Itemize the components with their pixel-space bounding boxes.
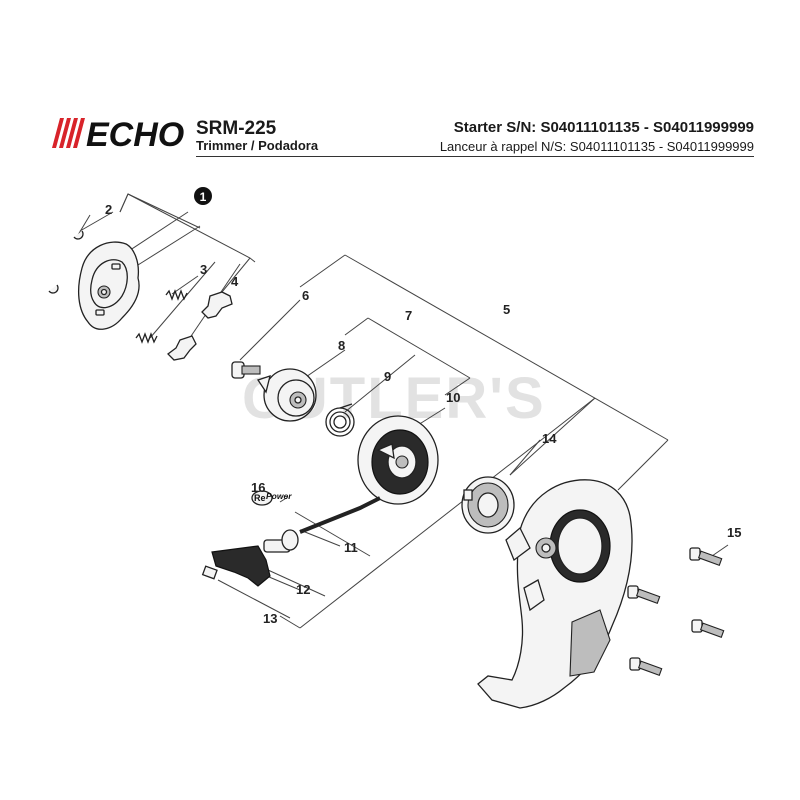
repower-power: Power [266, 491, 292, 501]
part-9-recoil-spring [325, 403, 355, 437]
callout-1-badge: 1 [194, 187, 212, 205]
callout-13: 13 [263, 611, 277, 626]
starter-serial-title: Starter S/N: S04011101135 - S04011999999 [453, 119, 754, 136]
lanceur-serial-title: Lanceur à rappel N/S: S04011101135 - S04… [439, 139, 754, 154]
callout-7: 7 [405, 308, 412, 323]
repower-re: Re [254, 493, 266, 503]
callout-5: 5 [503, 302, 510, 317]
callout-9: 9 [384, 369, 391, 384]
callout-10: 10 [446, 390, 460, 405]
model-subtitle: Trimmer / Podadora [196, 138, 319, 153]
echo-logo: ECHO [52, 116, 184, 150]
part-3-spring-upper [165, 289, 188, 301]
part-6-screw [231, 361, 261, 379]
part-8-pulley-drum [256, 368, 317, 422]
part-11-starter-rope [299, 496, 381, 534]
page-header: ECHO SRM-225 Trimmer / Podadora Starter … [0, 0, 800, 170]
part-15-bolt-1 [689, 547, 723, 566]
part-15-bolt-4 [629, 657, 663, 676]
header-rule [196, 156, 754, 157]
part-15-bolt-3 [691, 619, 725, 638]
part-13-decal [201, 565, 218, 580]
callout-3: 3 [200, 262, 207, 277]
callout-12: 12 [296, 582, 310, 597]
callout-8: 8 [338, 338, 345, 353]
part-14-spring-case [461, 476, 515, 534]
part-3-spring-lower [135, 332, 158, 344]
part-4-pawl-lower [167, 335, 197, 361]
callout-11: 11 [344, 540, 358, 555]
callout-2: 2 [105, 202, 112, 217]
callout-14: 14 [542, 431, 557, 446]
part-1-ratchet-plate [77, 241, 140, 330]
callout-4: 4 [231, 274, 239, 289]
part-2-e-ring-top [73, 230, 84, 240]
callout-1: 1 [200, 190, 207, 204]
part-5-starter-housing [477, 479, 633, 709]
part-16-repower-decal: Re Power [251, 490, 292, 506]
part-12-starter-handle [211, 529, 299, 587]
logo-text: ECHO [86, 116, 184, 150]
part-10-rope-reel [357, 415, 439, 505]
model-title: SRM-225 [196, 118, 277, 139]
callout-15: 15 [727, 525, 741, 540]
part-15-bolt-2 [627, 585, 661, 604]
part-4-pawl-upper [201, 291, 233, 319]
part-2-e-ring-bottom [48, 284, 59, 294]
callout-16: 16 [251, 480, 265, 495]
callout-6: 6 [302, 288, 309, 303]
